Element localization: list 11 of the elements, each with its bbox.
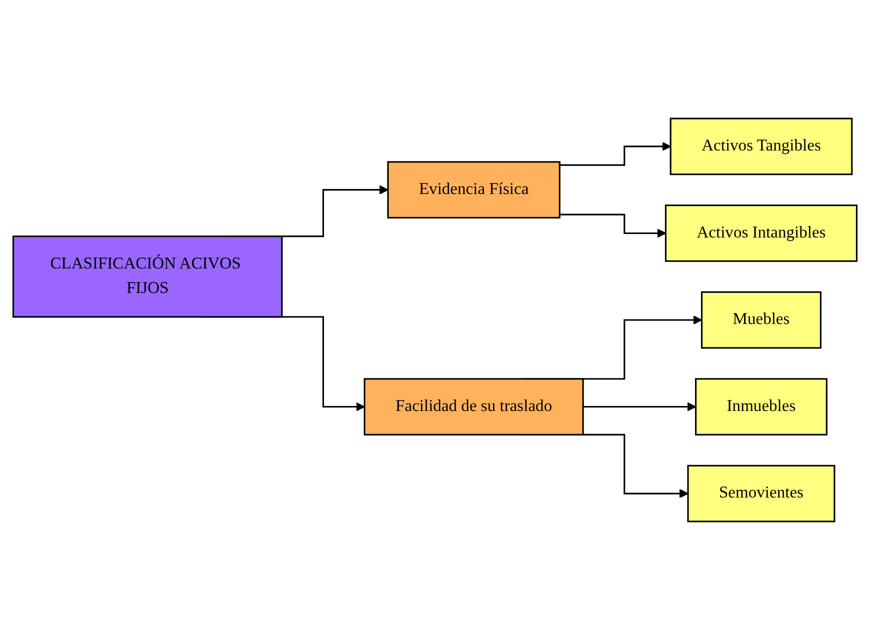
arrow [560, 213, 666, 238]
node-box: Facilidad de su traslado [364, 378, 584, 435]
arrow [583, 402, 696, 411]
node-box: CLASIFICACIÓN ACIVOS FIJOS [12, 235, 283, 318]
node-box: Activos Tangibles [670, 117, 853, 175]
node-box: Semovientes [687, 464, 836, 522]
node-box: Inmuebles [695, 378, 828, 435]
node-box: Muebles [701, 290, 822, 348]
arrow [560, 141, 671, 166]
node-box: Evidencia Física [387, 160, 560, 218]
node-box: Activos Intangibles [664, 204, 858, 262]
